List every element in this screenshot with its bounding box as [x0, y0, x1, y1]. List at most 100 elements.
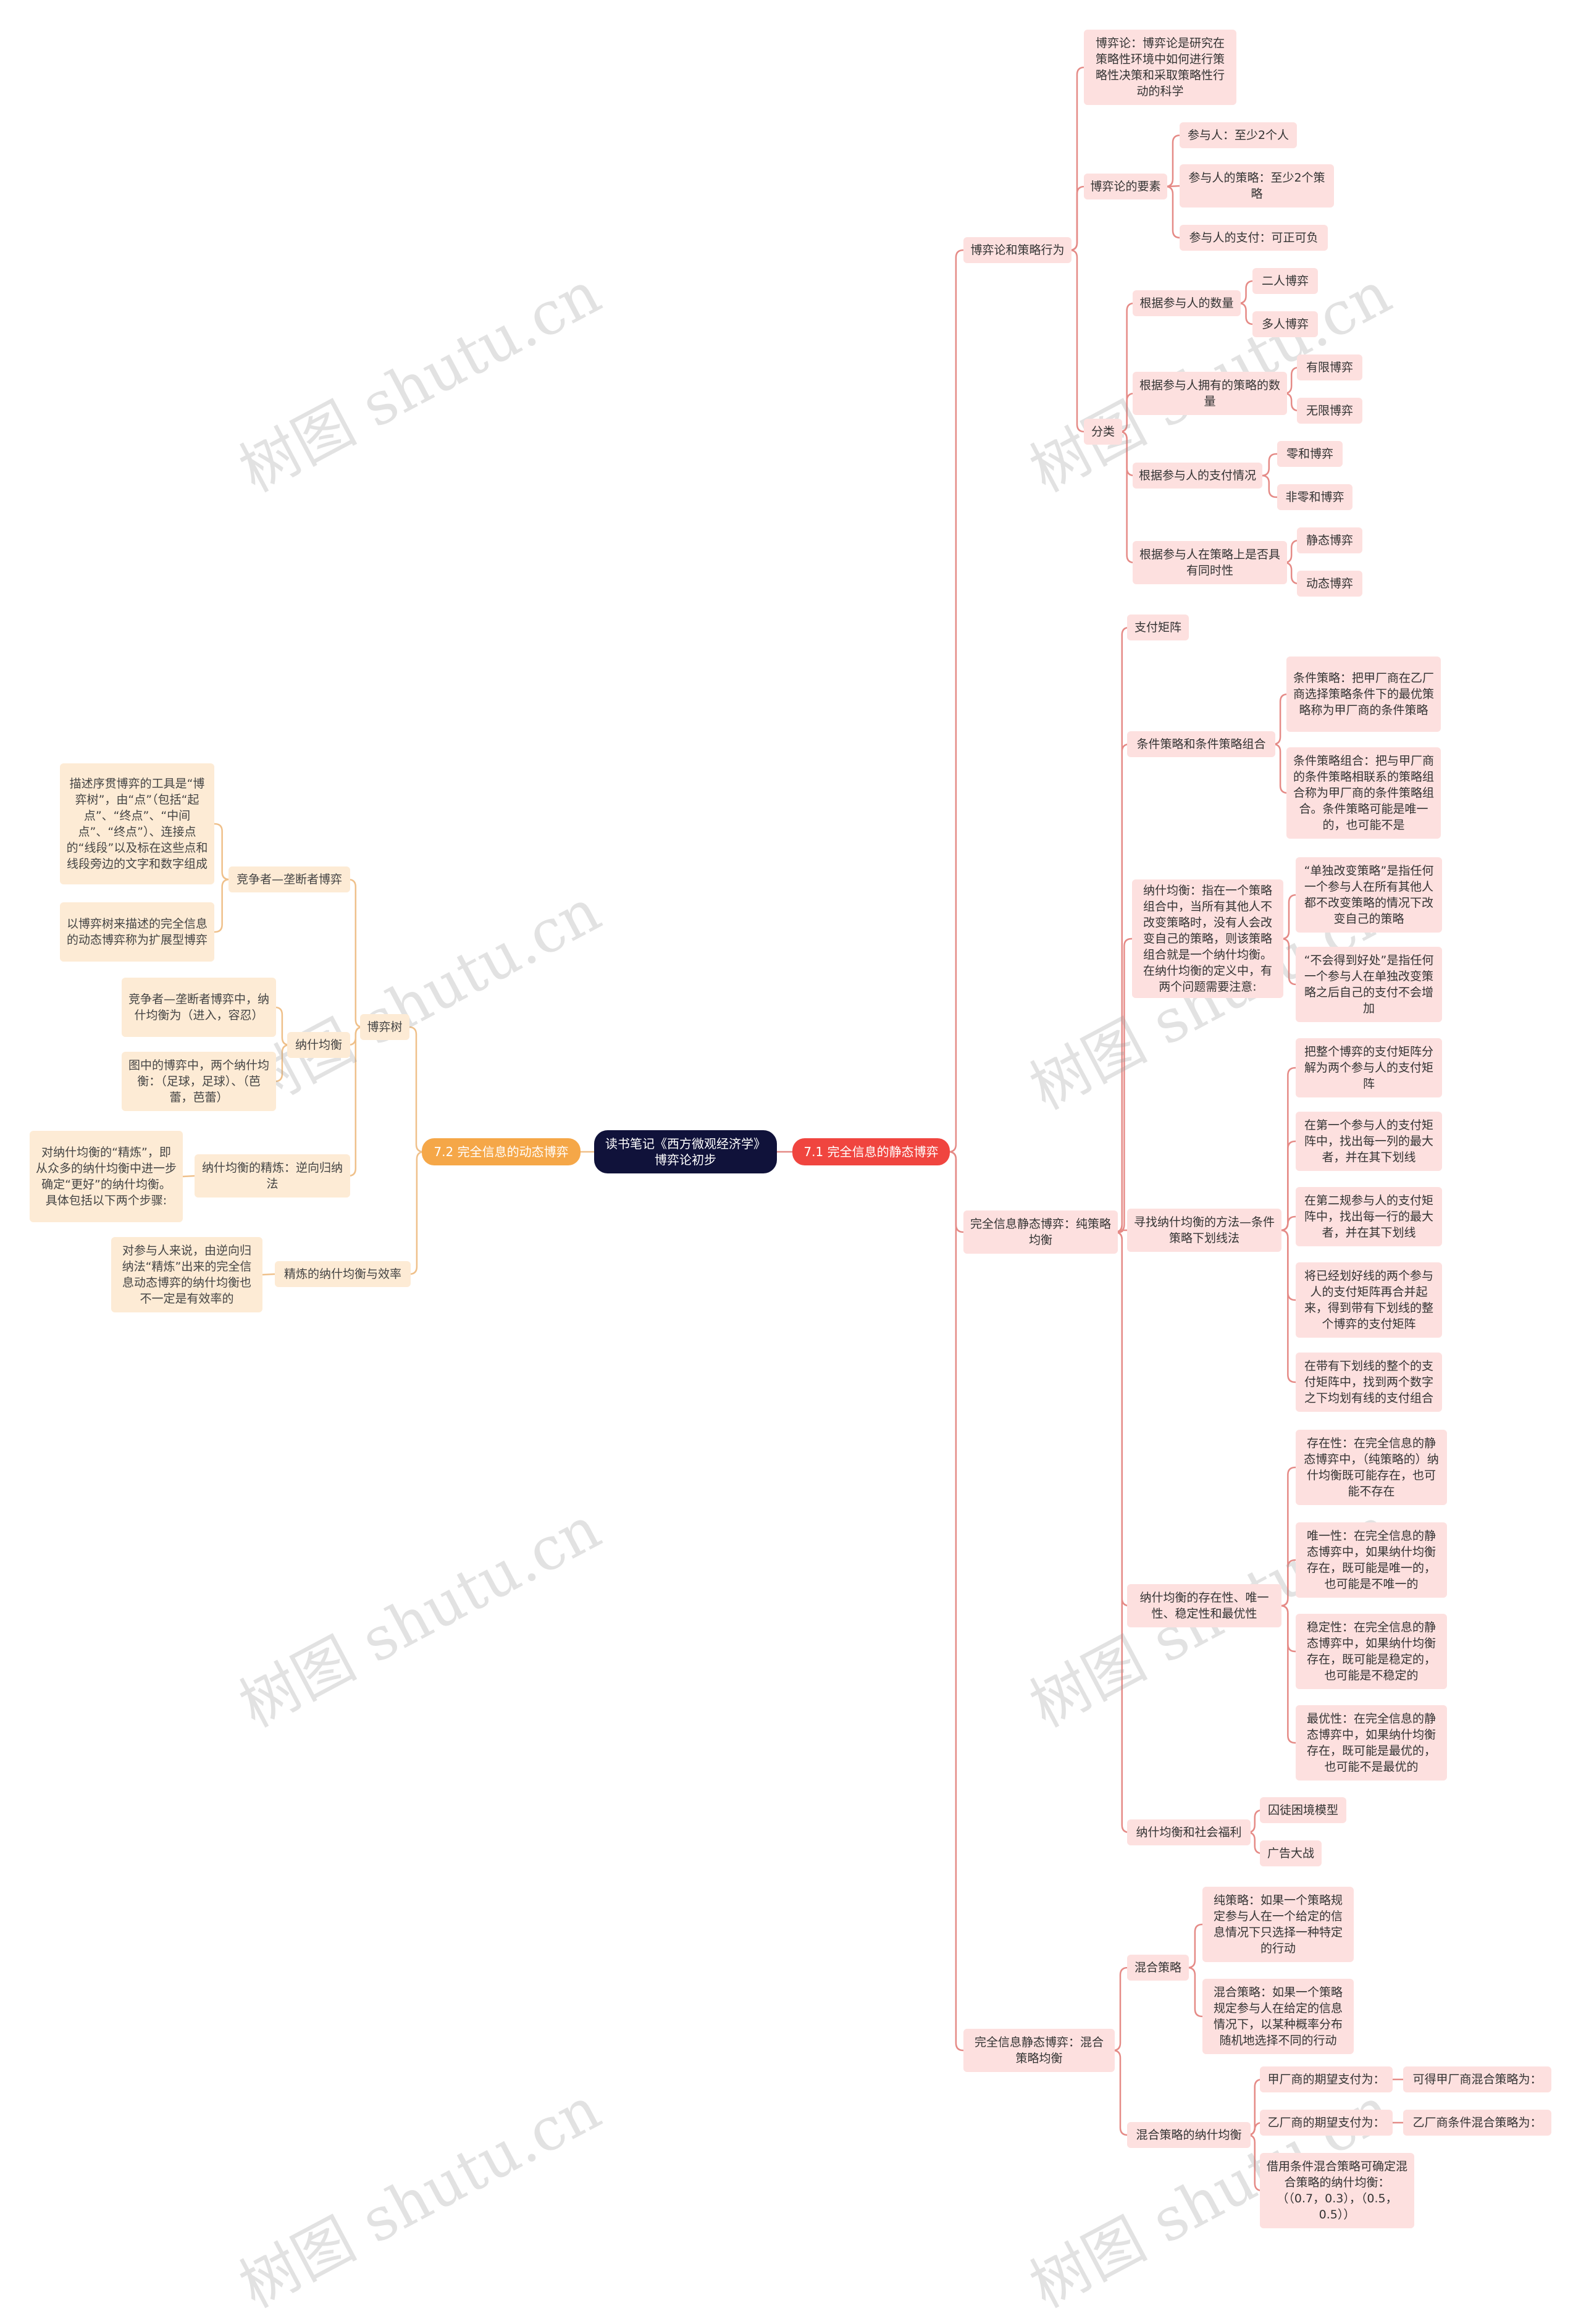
- connector-lines: [182, 66, 1403, 2192]
- branch-dynamic-game[interactable]: 7.2 完全信息的动态博弈: [422, 1138, 581, 1165]
- node-competitor-monopolist[interactable]: 竞争者—垄断者博弈: [229, 866, 350, 892]
- topic-game-theory-behavior[interactable]: 博弈论和策略行为: [963, 237, 1071, 263]
- leaf-find-step-3[interactable]: 在第二规参与人的支付矩阵中，找出每一行的最大者，并在其下划线: [1296, 1187, 1442, 1246]
- node-class-by-payoffs[interactable]: 根据参与人的支付情况: [1133, 463, 1262, 489]
- node-nash-welfare[interactable]: 纳什均衡和社会福利: [1127, 1819, 1251, 1845]
- connector: [1281, 894, 1297, 940]
- connector: [1284, 561, 1299, 585]
- node-nash-properties[interactable]: 纳什均衡的存在性、唯一性、稳定性和最优性: [1127, 1584, 1281, 1627]
- node-definition[interactable]: 博弈论：博弈论是研究在策略性环境中如何进行策略性决策和采取策略性行动的科学: [1084, 30, 1236, 105]
- leaf-ne-football-ballet[interactable]: 图中的博弈中，两个纳什均衡：（足球，足球）、（芭蕾，芭蕾）: [122, 1052, 276, 1111]
- leaf-two-person[interactable]: 二人博弈: [1252, 268, 1318, 294]
- root-topic[interactable]: 读书笔记《西方微观经济学》 博弈论初步: [594, 1130, 777, 1173]
- connector: [948, 249, 963, 1153]
- connector: [1238, 302, 1254, 325]
- node-elements[interactable]: 博弈论的要素: [1084, 174, 1167, 199]
- topic-pure-strategy[interactable]: 完全信息静态博弈：纯策略均衡: [963, 1210, 1118, 1254]
- connector: [1165, 134, 1181, 188]
- node-firm-a-expected[interactable]: 甲厂商的期望支付为：: [1260, 2066, 1393, 2092]
- connector: [948, 1151, 963, 2052]
- connector: [1238, 280, 1254, 304]
- leaf-nash-note-2[interactable]: “不会得到好处”是指任何一个参与人在单独改变策略之后自己的支付不会增加: [1296, 947, 1442, 1022]
- leaf-pure-strategy-def[interactable]: 纯策略：如果一个策略规定参与人在一个给定的信息情况下只选择一种特定的行动: [1202, 1887, 1354, 1962]
- leaf-conditional-combination[interactable]: 条件策略组合：把与甲厂商的条件策略相联系的策略组合称为甲厂商的条件策略组合。条件…: [1286, 747, 1441, 839]
- leaf-find-step-4[interactable]: 将已经划好线的两个参与人的支付矩阵再合并起来，得到带有下划线的整个博弈的支付矩阵: [1296, 1262, 1442, 1338]
- node-find-nash[interactable]: 寻找纳什均衡的方法—条件策略下划线法: [1127, 1209, 1281, 1252]
- node-mixed-nash[interactable]: 混合策略的纳什均衡: [1127, 2122, 1251, 2148]
- node-payoff-matrix[interactable]: 支付矩阵: [1127, 615, 1189, 640]
- node-class-by-timing[interactable]: 根据参与人在策略上是否具有同时性: [1133, 541, 1287, 584]
- node-classification[interactable]: 分类: [1084, 419, 1122, 445]
- connector: [1281, 938, 1297, 986]
- node-mixed-strategy[interactable]: 混合策略: [1127, 1955, 1189, 1981]
- connector: [1261, 453, 1277, 477]
- leaf-finite[interactable]: 有限博弈: [1297, 354, 1362, 380]
- connector: [1280, 1559, 1296, 1607]
- leaf-extensive-form[interactable]: 以博弈树来描述的完全信息的动态博弈称为扩展型博弈: [60, 902, 214, 962]
- leaf-find-step-1[interactable]: 把整个博弈的支付矩阵分解为两个参与人的支付矩阵: [1296, 1038, 1442, 1097]
- connector: [1187, 1966, 1202, 2018]
- node-conditional-strategy[interactable]: 条件策略和条件策略组合: [1127, 731, 1275, 757]
- leaf-zero-sum[interactable]: 零和博弈: [1277, 441, 1343, 467]
- connector: [1114, 743, 1130, 1233]
- leaf-conditional-strategy[interactable]: 条件策略：把甲厂商在乙厂商选择策略条件下的最优策略称为甲厂商的条件策略: [1286, 657, 1441, 732]
- leaf-prisoners-dilemma[interactable]: 囚徒困境模型: [1260, 1797, 1346, 1823]
- node-firm-b-expected[interactable]: 乙厂商的期望支付为：: [1260, 2110, 1393, 2136]
- leaf-infinite[interactable]: 无限博弈: [1297, 398, 1362, 424]
- leaf-dynamic[interactable]: 动态博弈: [1297, 571, 1362, 597]
- connector: [1280, 1605, 1296, 1744]
- leaf-firm-b-mixed[interactable]: 乙厂商条件混合策略为：: [1403, 2110, 1551, 2136]
- leaf-element-strategies[interactable]: 参与人的策略：至少2个策略: [1180, 164, 1334, 208]
- connector: [409, 1151, 424, 1275]
- connector: [262, 1273, 275, 1276]
- connector: [1069, 185, 1085, 251]
- leaf-find-step-5[interactable]: 在带有下划线的整个的支付矩阵中，找到两个数字之下均划有线的支付组合: [1296, 1353, 1442, 1412]
- connector: [1112, 2049, 1128, 2136]
- leaf-element-players[interactable]: 参与人：至少2个人: [1180, 122, 1297, 148]
- connector: [1273, 743, 1288, 794]
- connector: [1119, 430, 1134, 564]
- node-class-by-strategies[interactable]: 根据参与人拥有的策略的数量: [1133, 372, 1287, 415]
- connector: [182, 1175, 195, 1178]
- leaf-mixed-strategy-def[interactable]: 混合策略：如果一个策略规定参与人在给定的信息情况下，以某种概率分布随机地选择不同…: [1202, 1979, 1354, 2054]
- leaf-find-step-2[interactable]: 在第一个参与人的支付矩阵中，找出每一列的最大者，并在其下划线: [1296, 1112, 1442, 1171]
- connector: [1118, 1229, 1127, 1233]
- leaf-firm-a-mixed[interactable]: 可得甲厂商混合策略为：: [1403, 2066, 1551, 2092]
- node-class-by-players[interactable]: 根据参与人的数量: [1133, 290, 1241, 316]
- connector: [408, 1026, 424, 1153]
- node-nash-equilibrium-left[interactable]: 纳什均衡: [287, 1032, 350, 1058]
- leaf-element-payoffs[interactable]: 参与人的支付：可正可负: [1180, 225, 1328, 251]
- leaf-ne-entry[interactable]: 竞争者—垄断者博弈中，纳什均衡为（进入，容忍）: [122, 978, 276, 1037]
- leaf-advertising-war[interactable]: 广告大战: [1260, 1840, 1322, 1866]
- leaf-static[interactable]: 静态博弈: [1297, 527, 1362, 553]
- connector: [1114, 1231, 1130, 1834]
- leaf-game-tree-def[interactable]: 描述序贯博弈的工具是“博弈树”，由“点”（包括“起点”、“终点”、“中间点”、“…: [60, 763, 214, 884]
- leaf-non-zero-sum[interactable]: 非零和博弈: [1277, 484, 1352, 510]
- connector: [214, 878, 230, 933]
- leaf-optimality[interactable]: 最优性：在完全信息的静态博弈中，如果纳什均衡存在，既可能是最优的，也可能不是最优…: [1296, 1705, 1447, 1781]
- leaf-mixed-equilibrium[interactable]: 借用条件混合策略可确定混合策略的纳什均衡：（（0.7，0.3），（0.5，0.5…: [1260, 2153, 1414, 2228]
- leaf-stability[interactable]: 稳定性：在完全信息的静态博弈中，如果纳什均衡存在，既可能是稳定的，也可能是不稳定…: [1296, 1614, 1447, 1689]
- node-nash-equilibrium[interactable]: 纳什均衡：指在一个策略组合中，当所有其他人不改变策略时，没有人会改变自己的策略，…: [1132, 879, 1283, 998]
- node-backward-induction[interactable]: 纳什均衡的精炼：逆向归纳法: [195, 1154, 350, 1198]
- connector: [1069, 249, 1085, 433]
- connector: [348, 1026, 363, 1177]
- connector: [214, 823, 230, 881]
- topic-game-tree[interactable]: 博弈树: [360, 1014, 409, 1040]
- branch-static-game[interactable]: 7.1 完全信息的静态博弈: [792, 1138, 950, 1165]
- connector: [1280, 1229, 1296, 1383]
- topic-mixed-strategy[interactable]: 完全信息静态博弈：混合策略均衡: [963, 2029, 1115, 2072]
- connector: [274, 1044, 290, 1083]
- leaf-refinement[interactable]: 对纳什均衡的“精炼”，即从众多的纳什均衡中进一步确定“更好”的纳什均衡。具体包括…: [30, 1131, 183, 1222]
- connector: [1261, 474, 1277, 498]
- leaf-nash-note-1[interactable]: “单独改变策略”是指任何一个参与人在所有其他人都不改变策略的情况下改变自己的策略: [1296, 857, 1442, 933]
- connector: [1117, 938, 1132, 1233]
- connector: [1284, 392, 1299, 412]
- leaf-efficiency[interactable]: 对参与人来说，由逆向归纳法“精炼”出来的完全信息动态博弈的纳什均衡也不一定是有效…: [111, 1237, 262, 1312]
- node-refined-efficiency[interactable]: 精炼的纳什均衡与效率: [275, 1261, 411, 1287]
- leaf-uniqueness[interactable]: 唯一性：在完全信息的静态博弈中，如果纳什均衡存在，既可能是唯一的，也可能是不唯一…: [1296, 1522, 1447, 1598]
- connector: [348, 878, 363, 1028]
- connector: [1165, 185, 1181, 239]
- leaf-multi-person[interactable]: 多人博弈: [1252, 311, 1318, 337]
- leaf-existence[interactable]: 存在性：在完全信息的静态博弈中，（纯策略的）纳什均衡既可能存在，也可能不存在: [1296, 1430, 1447, 1505]
